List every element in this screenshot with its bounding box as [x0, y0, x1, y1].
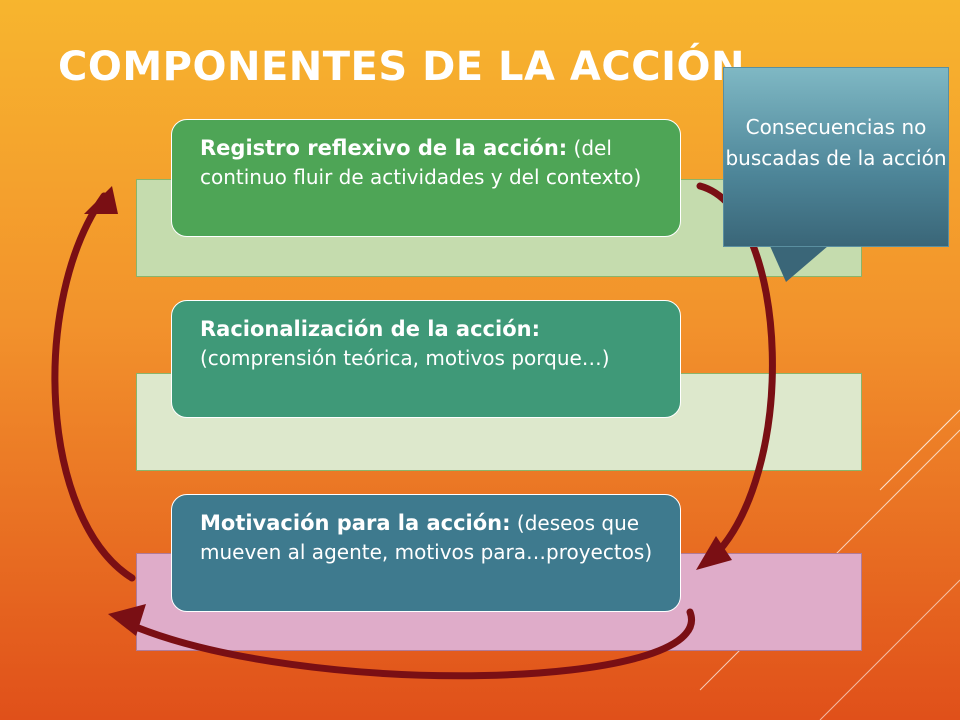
arrow-right-down-head [696, 536, 732, 570]
arrow-bottom-left-head [108, 604, 146, 636]
arrow-left-up [51, 192, 136, 582]
component-separator: : [531, 317, 540, 341]
component-card-motivacion: Motivación para la acción: (deseos que m… [171, 494, 681, 612]
component-heading: Motivación para la acción [200, 511, 503, 535]
arrow-bottom-left [120, 608, 695, 680]
component-heading: Registro reflexivo de la acción [200, 136, 559, 160]
component-heading: Racionalización de la acción [200, 317, 532, 341]
component-description: (deseos que mueven al agente, motivos pa… [200, 511, 653, 564]
component-description: (del continuo fluir de actividades y del… [200, 136, 642, 189]
component-description: (comprensión teórica, motivos porque…) [200, 346, 610, 370]
arrow-left-up-head [84, 186, 118, 214]
page-title: COMPONENTES DE LA ACCIÓN [58, 44, 745, 90]
component-card-registro: Registro reflexivo de la acción: (del co… [171, 119, 681, 237]
component-separator: : [502, 511, 511, 535]
component-card-racionalizacion: Racionalización de la acción: (comprensi… [171, 300, 681, 418]
callout-text: Consecuencias no buscadas de la acción [725, 115, 947, 170]
consequences-callout: Consecuencias no buscadas de la acción [723, 67, 949, 247]
component-separator: : [558, 136, 568, 160]
